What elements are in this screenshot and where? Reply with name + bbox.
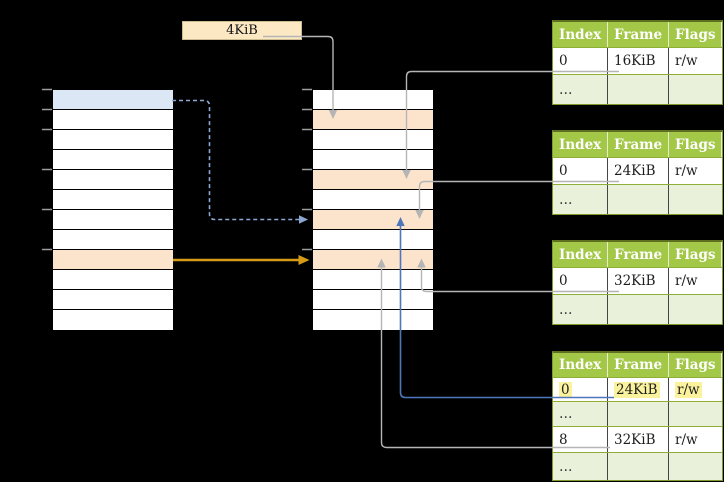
- column-header-flags: Flags: [669, 353, 722, 377]
- physical-frame-row-orange: [313, 110, 433, 130]
- frame-cell: [608, 402, 669, 426]
- physical-frame-row: [313, 90, 433, 110]
- frame-cell: 16KiB: [608, 48, 669, 74]
- flags-cell: [669, 453, 722, 480]
- flags-cell: [669, 75, 722, 104]
- column-header-index: Index: [553, 132, 608, 157]
- column-header-flags: Flags: [669, 132, 722, 157]
- page-table-1: Index Frame Flags 0 16KiB r/w …: [552, 20, 723, 105]
- index-cell: 0: [553, 158, 608, 184]
- virtual-page-row: [53, 310, 173, 330]
- connector-virtual-page-to-frame-dashed: [172, 99, 308, 224]
- page-table-header: Index Frame Flags: [553, 353, 722, 377]
- frame-cell: [608, 295, 669, 324]
- physical-frame-row: [313, 290, 433, 310]
- highlighted-value: r/w: [675, 381, 702, 398]
- page-size-label: 4KiB: [226, 23, 258, 38]
- page-table-header: Index Frame Flags: [553, 132, 722, 157]
- physical-frame-row-orange: [313, 170, 433, 190]
- page-table-ellipsis-row: …: [553, 74, 722, 104]
- index-cell: …: [553, 75, 608, 104]
- virtual-page-row: [53, 170, 173, 190]
- flags-cell: r/w: [675, 53, 698, 69]
- virtual-address-space-table: [52, 89, 174, 331]
- physical-frame-row: [313, 270, 433, 290]
- frame-cell: [608, 185, 669, 214]
- frame-cell: [608, 75, 669, 104]
- flags-cell: [669, 185, 722, 214]
- frame-cell: 32KiB: [608, 268, 669, 294]
- virtual-page-row-orange: [53, 250, 173, 270]
- index-cell: 0: [553, 268, 608, 294]
- index-cell: …: [553, 453, 608, 480]
- physical-frame-row: [313, 130, 433, 150]
- column-header-index: Index: [553, 22, 608, 47]
- physical-frame-row-orange: [313, 250, 433, 270]
- page-table-ellipsis-row: …: [553, 452, 722, 480]
- flags-cell: r/w: [675, 273, 698, 289]
- virtual-page-row: [53, 270, 173, 290]
- column-header-frame: Frame: [608, 22, 669, 47]
- column-header-index: Index: [553, 353, 608, 377]
- highlighted-value: 24KiB: [614, 381, 660, 398]
- index-cell: …: [553, 185, 608, 214]
- page-table-entry-row: 0 16KiB r/w: [553, 47, 722, 74]
- page-table-entry-row: 8 32KiB r/w: [553, 426, 722, 452]
- page-table-3: Index Frame Flags 0 32KiB r/w …: [552, 240, 723, 325]
- physical-frame-row: [313, 190, 433, 210]
- virtual-page-row: [53, 110, 173, 130]
- flags-cell: [669, 295, 722, 324]
- index-cell: 0: [553, 378, 608, 401]
- virtual-page-row: [53, 150, 173, 170]
- page-table-header: Index Frame Flags: [553, 242, 722, 267]
- frame-cell: 24KiB: [608, 158, 669, 184]
- page-table-ellipsis-row: …: [553, 401, 722, 426]
- column-header-frame: Frame: [608, 242, 669, 267]
- virtual-page-row: [53, 230, 173, 250]
- flags-cell: r/w: [675, 163, 698, 179]
- page-table-entry-row: 0 24KiB r/w: [553, 157, 722, 184]
- column-header-flags: Flags: [669, 22, 722, 47]
- virtual-page-row-blue: [53, 90, 173, 110]
- page-size-label-box: 4KiB: [182, 21, 302, 40]
- frame-cell: 24KiB: [608, 378, 669, 401]
- index-cell: 0: [553, 48, 608, 74]
- virtual-page-row: [53, 290, 173, 310]
- physical-frame-row: [313, 230, 433, 250]
- flags-cell: [669, 402, 722, 426]
- flags-cell: r/w: [669, 378, 722, 401]
- flags-cell: r/w: [675, 431, 698, 448]
- frame-cell: 32KiB: [608, 427, 669, 452]
- page-table-entry-row-highlighted: 0 24KiB r/w: [553, 377, 722, 401]
- page-table-4: Index Frame Flags 0 24KiB r/w … 8 32KiB …: [552, 351, 723, 481]
- physical-frame-row: [313, 150, 433, 170]
- virtual-page-row: [53, 190, 173, 210]
- virtual-page-row: [53, 130, 173, 150]
- page-table-2: Index Frame Flags 0 24KiB r/w …: [552, 130, 723, 215]
- page-table-ellipsis-row: …: [553, 184, 722, 214]
- virtual-page-row: [53, 210, 173, 230]
- highlighted-value: 0: [559, 381, 572, 398]
- physical-frame-row-orange: [313, 210, 433, 230]
- column-header-frame: Frame: [608, 132, 669, 157]
- index-cell: …: [553, 295, 608, 324]
- page-table-header: Index Frame Flags: [553, 22, 722, 47]
- index-cell: …: [553, 402, 608, 426]
- column-header-flags: Flags: [669, 242, 722, 267]
- physical-frame-row: [313, 310, 433, 330]
- column-header-frame: Frame: [608, 353, 669, 377]
- index-cell: 8: [553, 427, 608, 452]
- frame-cell: [608, 453, 669, 480]
- page-table-entry-row: 0 32KiB r/w: [553, 267, 722, 294]
- physical-memory-table: [312, 89, 434, 331]
- page-table-ellipsis-row: …: [553, 294, 722, 324]
- column-header-index: Index: [553, 242, 608, 267]
